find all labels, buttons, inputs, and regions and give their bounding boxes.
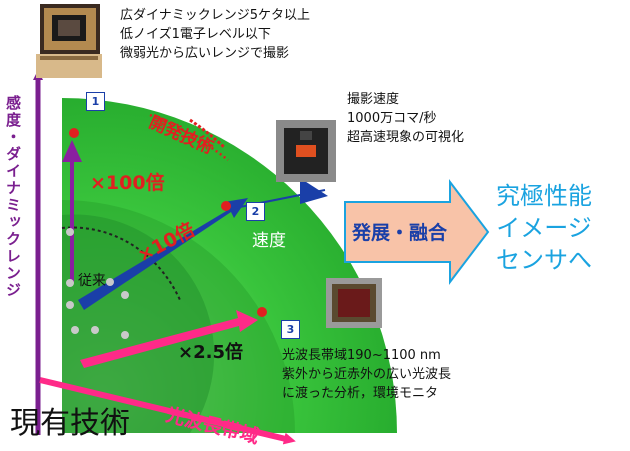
chip-image-3	[326, 278, 382, 328]
chip-image-2	[276, 120, 336, 182]
x-axis-arrow	[39, 377, 296, 445]
development-block-arrow	[344, 179, 490, 285]
dot-wavelength	[257, 307, 267, 317]
legacy-region	[62, 200, 295, 433]
feature3-line-1: 光波長帯域190~1100 nm	[282, 348, 441, 363]
chip-image-1	[36, 4, 102, 78]
box-number-2: 2	[246, 202, 265, 221]
feature1-line-1: 広ダイナミックレンジ5ケタ以上	[120, 8, 311, 23]
feature1-text: 広ダイナミックレンジ5ケタ以上 低ノイズ1電子レベル以下 微弱光から広いレンジで…	[120, 6, 310, 63]
goal-line-3: センサへ	[496, 246, 592, 274]
goal-text: 究極性能 イメージ センサへ	[496, 180, 592, 276]
gain-sensitivity: ×100倍	[90, 172, 165, 194]
development-arc	[189, 118, 227, 150]
dot-sensitivity	[69, 128, 79, 138]
feature3-line-3: に渡った分析，環境モニタ	[282, 386, 439, 401]
y-axis-label: 感度・ダイナミックレンジ	[4, 95, 22, 299]
dot-speed	[221, 201, 231, 211]
feature2-line-1: 撮影速度	[347, 92, 400, 107]
feature2-line-2: 1000万コマ/秒	[347, 111, 437, 126]
wavelength-arrow	[80, 310, 258, 368]
gain-wavelength: ×2.5倍	[178, 342, 243, 363]
speed-arrow	[78, 198, 248, 310]
legacy-label: 従来	[78, 273, 106, 289]
feature2-line-3: 超高速現象の可視化	[347, 130, 465, 145]
speed-label: 速度	[252, 231, 286, 251]
feature2-text: 撮影速度 1000万コマ/秒 超高速現象の可視化	[347, 90, 464, 147]
development-label: 発展・融合	[352, 222, 448, 244]
feature3-text: 光波長帯域190~1100 nm 紫外から近赤外の広い光波長 に渡った分析，環境…	[282, 346, 451, 403]
legacy-arc	[61, 226, 181, 301]
goal-line-2: イメージ	[496, 214, 592, 242]
box-number-1: 1	[86, 92, 105, 111]
feature3-line-2: 紫外から近赤外の広い光波長	[282, 367, 452, 382]
box-number-3: 3	[281, 320, 300, 339]
feature1-line-2: 低ノイズ1電子レベル以下	[120, 27, 271, 42]
goal-line-1: 究極性能	[496, 182, 592, 210]
feature1-line-3: 微弱光から広いレンジで撮影	[120, 46, 290, 61]
current-tech-label: 現有技術	[10, 406, 130, 441]
